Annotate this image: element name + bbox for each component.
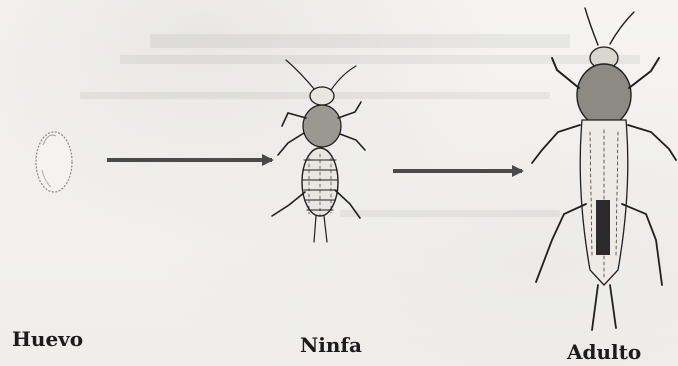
- background-texture: [80, 34, 640, 217]
- stage-label-nymph: Ninfa: [300, 333, 362, 357]
- stage-label-adult: Adulto: [567, 340, 641, 364]
- stage-label-egg: Huevo: [12, 327, 83, 351]
- egg-illustration: [36, 132, 72, 192]
